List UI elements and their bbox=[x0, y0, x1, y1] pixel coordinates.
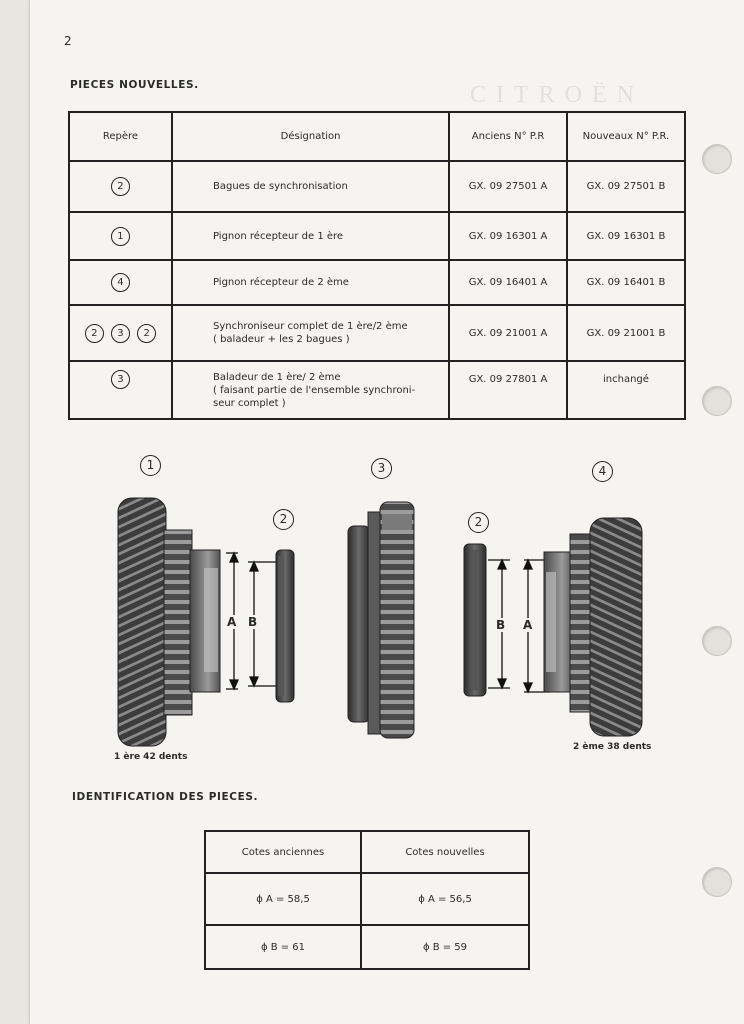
synchro-ring-right bbox=[463, 543, 487, 697]
ident-header-row: Cotes anciennes Cotes nouvelles bbox=[204, 830, 530, 874]
old-dim-a: ϕ A = 58,5 bbox=[204, 872, 362, 926]
new-dim-b: ϕ B = 59 bbox=[360, 924, 530, 970]
repere-cell: 2 3 2 bbox=[68, 304, 173, 362]
designation-text: Pignon récepteur de 1 ère bbox=[212, 230, 344, 242]
new-number-cell: inchangé bbox=[565, 360, 687, 420]
bleed-through-text: CITROËN bbox=[470, 82, 644, 108]
repere-circle: 2 bbox=[110, 177, 130, 196]
table-row: ϕ A = 58,5 ϕ A = 56,5 bbox=[204, 872, 530, 926]
designation-text: Synchroniseur complet de 1 ère/2 ème bbox=[212, 321, 408, 332]
designation-cell: Baladeur de 1 ère/ 2 ème ( faisant parti… bbox=[170, 360, 451, 420]
synchro-ring-left bbox=[275, 549, 295, 703]
repere-circle: 4 bbox=[110, 273, 130, 292]
new-number-cell: GX. 09 16401 B bbox=[565, 259, 687, 306]
designation-text: ( baladeur + les 2 bagues ) bbox=[212, 334, 350, 345]
table-row: 4 Pignon récepteur de 2 ème GX. 09 16401… bbox=[68, 259, 687, 306]
dim-label-b-right: B bbox=[496, 618, 506, 632]
page-number: 2 bbox=[64, 34, 72, 48]
designation-cell: Pignon récepteur de 2 ème bbox=[170, 259, 451, 306]
header-repere: Repère bbox=[68, 111, 173, 162]
designation-text: Pignon récepteur de 2 ème bbox=[212, 277, 349, 288]
repere-circle: 2 bbox=[84, 323, 104, 343]
repere-circle: 3 bbox=[110, 370, 130, 389]
dim-label-a-right: A bbox=[523, 618, 533, 632]
designation-cell: Synchroniseur complet de 1 ère/2 ème ( b… bbox=[170, 304, 451, 362]
designation-text: Baladeur de 1 ère/ 2 ème bbox=[212, 371, 341, 383]
old-number-cell: GX. 09 27801 A bbox=[448, 360, 568, 420]
new-dim-a: ϕ A = 56,5 bbox=[360, 872, 530, 926]
caption-first-gear: 1 ère 42 dents bbox=[114, 752, 188, 762]
gears-figure bbox=[117, 497, 643, 747]
header-new-dims: Cotes nouvelles bbox=[360, 830, 530, 874]
header-new-number: Nouveaux N° P.R. bbox=[565, 111, 687, 162]
document-page: CITROËN 2 PIECES NOUVELLES. Repère Désig… bbox=[30, 0, 744, 1024]
section-title-identification: IDENTIFICATION DES PIECES. bbox=[72, 791, 259, 803]
designation-cell: Pignon récepteur de 1 ère bbox=[170, 211, 451, 261]
parts-table-header-row: Repère Désignation Anciens N° P.R Nouvea… bbox=[68, 111, 687, 162]
old-number-cell: GX. 09 21001 A bbox=[448, 304, 568, 362]
gear-1-callout: 1 bbox=[140, 455, 161, 476]
designation-text: seur complet ) bbox=[212, 397, 286, 409]
ring-left-callout: 2 bbox=[273, 509, 294, 530]
identification-table: Cotes anciennes Cotes nouvelles ϕ A = 58… bbox=[204, 830, 530, 970]
old-number-cell: GX. 09 27501 A bbox=[448, 160, 568, 213]
gear-3-callout: 3 bbox=[371, 458, 392, 479]
gear-3-sliding-sleeve bbox=[347, 501, 415, 739]
repere-cell: 3 bbox=[68, 360, 173, 420]
old-number-cell: GX. 09 16301 A bbox=[448, 211, 568, 261]
new-number-cell: GX. 09 27501 B bbox=[565, 160, 687, 213]
section-title-new-parts: PIECES NOUVELLES. bbox=[70, 79, 199, 91]
repere-circle: 3 bbox=[110, 323, 130, 343]
caption-second-gear: 2 ème 38 dents bbox=[573, 742, 652, 752]
repere-cell: 1 bbox=[68, 211, 173, 261]
table-row: 2 3 2 Synchroniseur complet de 1 ère/2 è… bbox=[68, 304, 687, 362]
gear-4-second-gear bbox=[543, 517, 643, 737]
dim-label-b-left: B bbox=[248, 615, 258, 629]
header-old-dims: Cotes anciennes bbox=[204, 830, 362, 874]
designation-cell: Bagues de synchronisation bbox=[170, 160, 451, 213]
repere-cell: 2 bbox=[68, 160, 173, 213]
repere-circle: 1 bbox=[110, 226, 130, 246]
header-old-number: Anciens N° P.R bbox=[448, 111, 568, 162]
gear-1-first-gear bbox=[117, 497, 221, 747]
table-row: ϕ B = 61 ϕ B = 59 bbox=[204, 924, 530, 970]
dimension-lines-left bbox=[226, 551, 280, 691]
repere-circle: 2 bbox=[137, 323, 157, 343]
gear-4-callout: 4 bbox=[592, 461, 613, 482]
parts-table: Repère Désignation Anciens N° P.R Nouvea… bbox=[68, 111, 687, 420]
new-number-cell: GX. 09 21001 B bbox=[565, 304, 687, 362]
new-number-cell: GX. 09 16301 B bbox=[565, 211, 687, 261]
binder-punch-hole bbox=[702, 867, 732, 897]
table-row: 2 Bagues de synchronisation GX. 09 27501… bbox=[68, 160, 687, 213]
binder-punch-hole bbox=[702, 144, 732, 174]
table-row: 3 Baladeur de 1 ère/ 2 ème ( faisant par… bbox=[68, 360, 687, 420]
ring-right-callout: 2 bbox=[468, 512, 489, 533]
designation-text: ( faisant partie de l'ensemble synchroni… bbox=[212, 384, 416, 396]
repere-cell: 4 bbox=[68, 259, 173, 306]
old-dim-b: ϕ B = 61 bbox=[204, 924, 362, 970]
binder-punch-hole bbox=[702, 626, 732, 656]
table-row: 1 Pignon récepteur de 1 ère GX. 09 16301… bbox=[68, 211, 687, 261]
dim-label-a-left: A bbox=[227, 615, 237, 629]
designation-text: Bagues de synchronisation bbox=[212, 181, 348, 192]
header-designation: Désignation bbox=[170, 111, 451, 162]
old-number-cell: GX. 09 16401 A bbox=[448, 259, 568, 306]
binder-punch-hole bbox=[702, 386, 732, 416]
